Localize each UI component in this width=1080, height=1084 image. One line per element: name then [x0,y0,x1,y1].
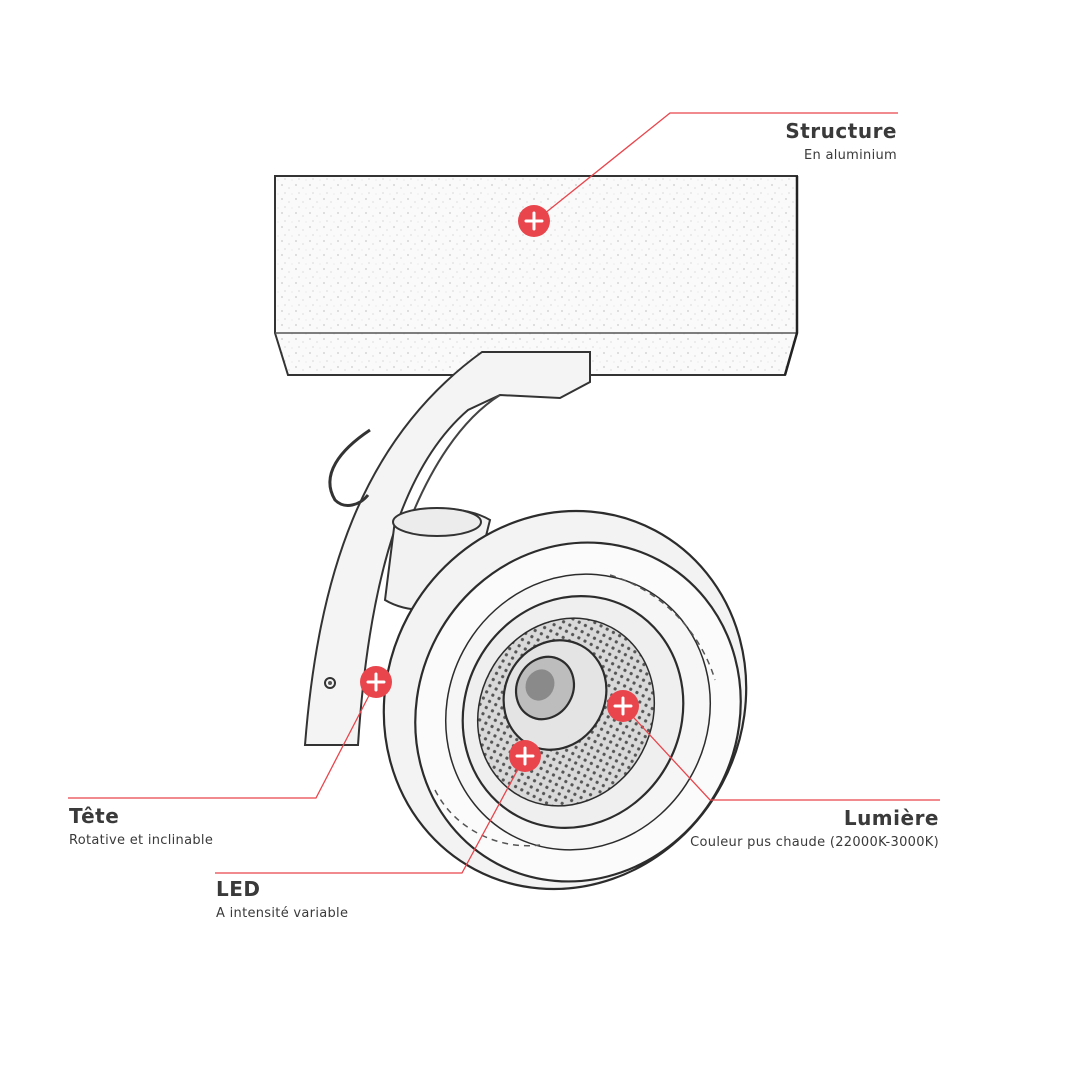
hotspot-lumiere[interactable] [607,690,639,722]
callout-led: LED A intensité variable [216,877,348,923]
callout-subtitle: A intensité variable [216,905,348,923]
callout-structure: Structure En aluminium [785,119,897,165]
callout-subtitle: Couleur pus chaude (22000K-3000K) [690,834,939,852]
callout-subtitle: En aluminium [785,147,897,165]
callout-subtitle: Rotative et inclinable [69,832,213,850]
callout-title: Tête [69,804,213,828]
callout-tete: Tête Rotative et inclinable [69,804,213,850]
callout-lumiere: Lumière Couleur pus chaude (22000K-3000K… [690,806,939,852]
hotspot-structure[interactable] [518,205,550,237]
callout-title: LED [216,877,348,901]
callout-title: Structure [785,119,897,143]
hotspot-led[interactable] [509,740,541,772]
callout-title: Lumière [690,806,939,830]
hotspot-tete[interactable] [360,666,392,698]
